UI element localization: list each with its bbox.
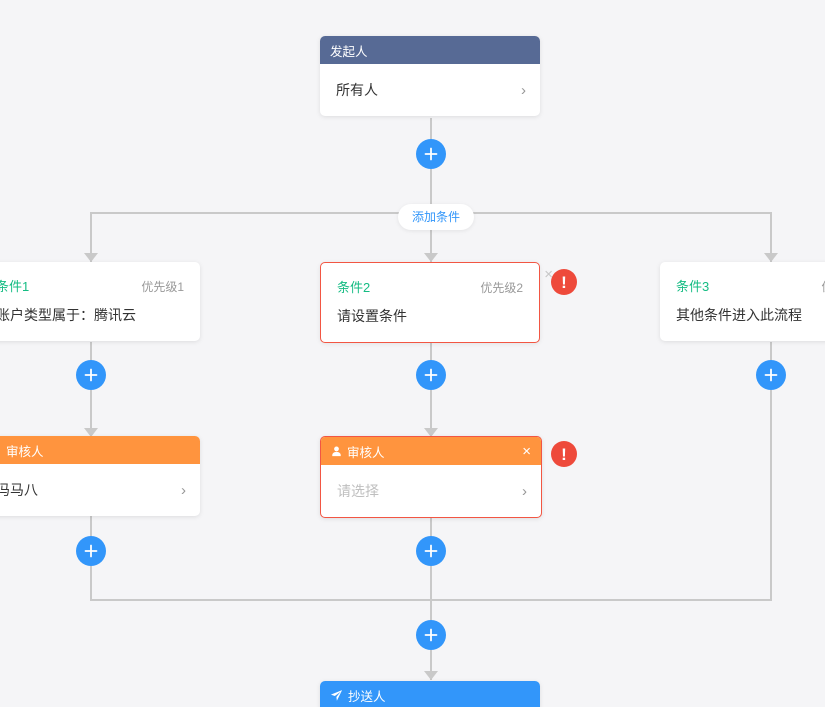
cc-header: 抄送人 — [320, 681, 540, 707]
condition-3-top: 条件3 优先级3 — [676, 276, 825, 295]
condition-1-description: 账户类型属于：腾讯云 — [0, 307, 136, 323]
condition-2-description: 请设置条件 — [337, 308, 407, 324]
condition-card-3[interactable]: 条件3 优先级3 其他条件进入此流程 — [660, 262, 825, 341]
person-icon — [331, 446, 342, 457]
connector-plus-to-cc — [430, 650, 432, 680]
arrow-to-cc-node — [424, 671, 438, 680]
approver-2-header: 审核人 × — [321, 437, 541, 465]
condition-1-name: 条件1 — [0, 279, 30, 294]
cc-header-title: 抄送人 — [348, 689, 386, 704]
send-icon — [330, 689, 343, 702]
arrow-branch3-to-condition — [764, 253, 778, 262]
condition-2-top: 条件2 优先级2 — [337, 277, 523, 296]
connector-branch2-down — [430, 212, 432, 262]
add-node-button-branch2-b[interactable] — [416, 536, 446, 566]
connector-merge-to-plus — [430, 599, 432, 635]
connector-branch2-to-merge — [430, 566, 432, 601]
condition-3-name: 条件3 — [676, 279, 710, 294]
chevron-right-icon: › — [521, 81, 526, 99]
arrow-to-approver2 — [424, 428, 438, 437]
connector-plus-to-approver2 — [430, 390, 432, 438]
condition-3-priority: 优先级3 — [821, 278, 825, 295]
connector-cond1-to-plus — [90, 342, 92, 376]
approver-2-header-title: 审核人 — [347, 445, 385, 460]
node-cc[interactable]: 抄送人 — [320, 681, 540, 707]
connector-approver1-to-plus — [90, 516, 92, 552]
condition-2-close-icon[interactable]: × — [544, 266, 553, 283]
add-condition-button[interactable]: 添加条件 — [398, 204, 475, 230]
initiator-header: 发起人 — [320, 36, 540, 64]
connector-cond2-to-plus — [430, 342, 432, 376]
chevron-right-icon: › — [522, 482, 527, 500]
node-initiator[interactable]: 发起人 所有人 › — [320, 36, 540, 116]
approver-1-body[interactable]: 冯马八 › — [0, 464, 200, 516]
connector-plus-to-branch — [430, 169, 432, 217]
add-node-button-root[interactable] — [416, 139, 446, 169]
connector-initiator-to-plus — [430, 118, 432, 154]
condition-card-1[interactable]: 条件1 优先级1 账户类型属于：腾讯云 — [0, 262, 200, 341]
connector-branch3-down — [770, 212, 772, 262]
arrow-to-approver1 — [84, 428, 98, 437]
approver-1-header: 审核人 — [0, 436, 200, 464]
connector-plus-to-approver1 — [90, 390, 92, 438]
initiator-header-title: 发起人 — [330, 44, 368, 59]
condition-2-priority: 优先级2 — [480, 281, 523, 295]
connector-branch1-to-merge — [90, 566, 92, 601]
condition-3-description: 其他条件进入此流程 — [676, 307, 802, 323]
connector-approver2-to-plus — [430, 516, 432, 552]
connector-branch3-to-merge — [770, 390, 772, 601]
approver-1-header-title: 审核人 — [6, 444, 44, 459]
arrow-branch1-to-condition — [84, 253, 98, 262]
approver-2-close-icon[interactable]: × — [522, 442, 531, 460]
approver-2-body[interactable]: 请选择 › — [321, 465, 541, 517]
condition-card-2[interactable]: × 条件2 优先级2 请设置条件 — [320, 262, 553, 343]
condition-1-priority: 优先级1 — [141, 280, 184, 294]
initiator-body-text: 所有人 — [336, 82, 378, 98]
add-node-button-branch1-b[interactable] — [76, 536, 106, 566]
node-approver-1[interactable]: 审核人 冯马八 › — [0, 436, 200, 516]
chevron-right-icon: › — [181, 481, 186, 499]
connector-branch1-down — [90, 212, 92, 262]
add-node-button-after-branches[interactable] — [416, 620, 446, 650]
add-node-button-branch2-a[interactable] — [416, 360, 446, 390]
approver-2-body-text: 请选择 — [337, 483, 379, 499]
condition-1-top: 条件1 优先级1 — [0, 276, 184, 295]
add-node-button-branch3-a[interactable] — [756, 360, 786, 390]
add-node-button-branch1-a[interactable] — [76, 360, 106, 390]
approver-1-body-text: 冯马八 — [0, 482, 38, 498]
connector-cond3-to-plus — [770, 342, 772, 376]
node-approver-2[interactable]: 审核人 × 请选择 › — [320, 436, 542, 518]
initiator-body[interactable]: 所有人 › — [320, 64, 540, 116]
error-badge-approver-2: ! — [551, 441, 577, 467]
condition-2-name: 条件2 — [337, 280, 371, 295]
error-badge-condition-2: ! — [551, 269, 577, 295]
person-icon — [0, 445, 1, 456]
arrow-branch2-to-condition — [424, 253, 438, 262]
